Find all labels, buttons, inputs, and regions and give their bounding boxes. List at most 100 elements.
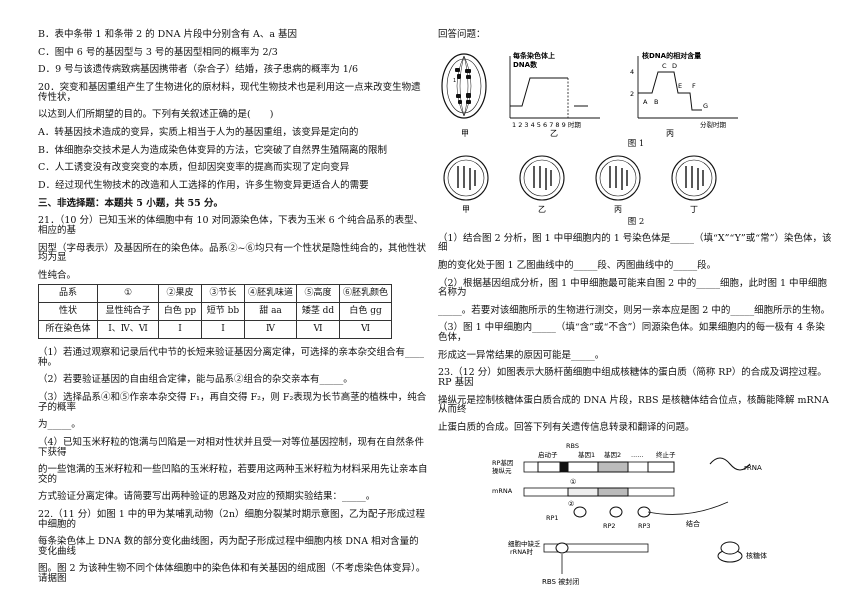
- table-cell: 品系: [38, 284, 98, 304]
- chart-yi-line: [510, 77, 568, 107]
- chart-bing-xlabel: 分裂时期: [700, 120, 727, 129]
- option-c-20: C．人工诱变没有改变突变的本质，但却因突变率的提高而实现了定向变异: [38, 162, 350, 174]
- q21-sub3: （3）选择品系④和⑤作亲本杂交得 F₁，再自交得 F₂，则 F₂表现为长节高茎的…: [38, 392, 427, 413]
- ribosomes-on-mrna: [573, 506, 651, 518]
- terminator-label: 终止子: [656, 450, 676, 459]
- table-cell: 白色 gg: [339, 302, 393, 322]
- lack-label2: rRNA时: [510, 547, 533, 556]
- pt-g: G: [703, 102, 708, 110]
- chromosome-label: 1: [453, 78, 456, 84]
- table-row: 品系 ① ②果皮 ③节长 ④胚乳味道 ⑤高度 ⑥胚乳颜色: [38, 284, 393, 304]
- chart-bing-y4: 4: [630, 68, 634, 76]
- genotype-table: 品系 ① ②果皮 ③节长 ④胚乳味道 ⑤高度 ⑥胚乳颜色 性状 显性纯合子 白色…: [38, 284, 393, 340]
- pt-a: A: [643, 98, 648, 106]
- chart-yi-title2: DNA数: [513, 60, 538, 69]
- table-cell: 白色 pp: [158, 302, 202, 322]
- table-cell: Ⅰ、Ⅳ、Ⅵ: [97, 320, 159, 340]
- chart-bing-line: [638, 71, 702, 111]
- ribosome-large: [720, 541, 740, 555]
- table-cell: 短节 bb: [201, 302, 245, 322]
- label-2-jia: 甲: [462, 205, 470, 214]
- figure-2-svg: 甲 乙 丙 丁: [443, 155, 717, 214]
- chart-yi-ticks: 1 2 3 4 5 6 7 8 9 时期: [512, 120, 581, 129]
- left-column: B．表中条带 1 和条带 2 的 DNA 片段中分别含有 A、a 基因 C．图中…: [38, 30, 428, 592]
- figure-2: 甲 乙 丙 丁 图 2: [438, 152, 834, 227]
- chromosomes: [455, 67, 471, 104]
- pt-b: B: [654, 98, 658, 106]
- dna-strand: [523, 461, 675, 473]
- q21-sub3b: 为_____。: [38, 419, 81, 431]
- table-cell: Ⅵ: [296, 320, 341, 340]
- figure-3-svg: RBS 启动子 基因1 基因2 ...... 终止子 RP基因 操纵元 ① mR…: [492, 442, 767, 586]
- chart-bing-title: 核DNA的相对含量: [642, 51, 701, 60]
- figure-1-svg: 1 甲 每条染色体上 DNA数 1 2 3 4 5 6 7 8 9 时期 乙 核…: [441, 51, 738, 138]
- rrna-label: rRNA: [744, 464, 762, 472]
- question-21-line1: 21．（10 分）已知玉米的体细胞中有 10 对同源染色体，下表为玉米 6 个纯…: [38, 215, 424, 236]
- q21-sub4c: 方式验证分离定律。请简要写出两种验证的思路及对应的预期实验结果：_____。: [38, 491, 376, 503]
- option-d-20: D．经过现代生物技术的改造和人工选择的作用，许多生物变异更适合人的需要: [38, 180, 369, 191]
- q21-sub4: （4）已知玉米籽粒的饱满与凹陷是一对相对性状并且受一对等位基因控制，现有在自然条…: [38, 437, 425, 458]
- table-row: 性状 显性纯合子 白色 pp 短节 bb 甜 aa 矮茎 dd 白色 gg: [38, 302, 393, 322]
- figure-1: 1 甲 每条染色体上 DNA数 1 2 3 4 5 6 7 8 9 时期 乙 核…: [438, 48, 834, 149]
- table-cell: Ⅵ: [339, 320, 393, 340]
- question-22-line1: 22.（11 分）如图 1 中的甲为某哺乳动物（2n）细胞分裂某时期示意图，乙为…: [38, 509, 425, 530]
- table-cell: ③节长: [201, 284, 245, 304]
- rp-operon-label2: 操纵元: [492, 466, 512, 475]
- mrna-label: mRNA: [492, 487, 513, 495]
- answer-lead: 回答问题：: [438, 29, 486, 40]
- question-22-line2: 每条染色体上 DNA 数的部分变化曲线图，丙为配子形成过程中细胞内核 DNA 相…: [38, 536, 419, 557]
- pt-e: E: [678, 82, 682, 90]
- table-cell: 所在染色体: [38, 320, 98, 340]
- rbs-top-label: RBS: [566, 442, 579, 450]
- question-20-line1: 20．突变和基因重组产生了生物进化的原材料，现代生物技术也是利用这一点来改变生物…: [38, 82, 421, 103]
- rrna-wave: [709, 457, 751, 471]
- question-23-line2: 操纵元是控制核糖体蛋白质合成的 DNA 片段，RBS 是核糖体结合位点，核酶能降…: [438, 394, 829, 415]
- step-2: ②: [568, 500, 574, 508]
- q22-sub2: （2）根据基因组成分析，图 1 中甲细胞最可能来自图 2 中的_____细胞，此…: [438, 277, 828, 299]
- label-2-ding: 丁: [690, 205, 698, 214]
- question-23-line1: 23.（12 分）如图表示大肠杆菌细胞中组成核糖体的蛋白质（简称 RP）的合成及…: [438, 367, 827, 388]
- table-cell: 矮茎 dd: [296, 302, 341, 322]
- label-bing: 丙: [666, 129, 674, 138]
- promoter-label: 启动子: [538, 450, 558, 459]
- cell-2-bing: [595, 155, 641, 201]
- pt-c: C: [662, 62, 667, 70]
- chart-bing: 核DNA的相对含量 4 2 A B C D E F G 分裂时期 丙: [630, 51, 738, 138]
- cell-2-yi: [519, 155, 565, 201]
- table-row: 所在染色体 Ⅰ、Ⅳ、Ⅵ Ⅰ Ⅰ Ⅳ Ⅵ Ⅵ: [38, 320, 393, 340]
- table-cell: Ⅳ: [243, 320, 298, 340]
- table-cell: ②果皮: [158, 284, 202, 304]
- q21-sub2: （2）若要验证基因的自由组合定律，能与品系②组合的杂交亲本有_____。: [38, 374, 353, 386]
- figure-2-caption: 图 2: [627, 217, 645, 228]
- q22-sub2b: _____。若要对该细胞所示的生物进行测交，则另一亲本应是图 2 中的_____…: [438, 304, 831, 316]
- figure-3: RBS 启动子 基因1 基因2 ...... 终止子 RP基因 操纵元 ① mR…: [438, 440, 834, 601]
- rp-operon-label1: RP基因: [492, 458, 513, 467]
- gene2-label: 基因2: [604, 450, 621, 459]
- spindle-fibers: [456, 55, 472, 116]
- label-2-yi: 乙: [538, 205, 546, 214]
- table-cell: 甜 aa: [243, 302, 298, 322]
- table-cell: 显性纯合子: [97, 302, 159, 322]
- table-cell: ⑤高度: [296, 284, 341, 304]
- label-jia: 甲: [461, 129, 469, 138]
- option-a-20: A．转基因技术造成的变异，实质上相当于人为的基因重组，该变异是定向的: [38, 126, 359, 138]
- option-b-19: B．表中条带 1 和条带 2 的 DNA 片段中分别含有 A、a 基因: [38, 29, 298, 40]
- option-b-20: B．体细胞杂交技术是人为造成染色体变异的方法，它突破了自然界生殖隔离的限制: [38, 144, 387, 156]
- q22-sub3b: 形成这一异常结果的原因可能是_____。: [438, 349, 605, 361]
- question-21-line3: 性纯合。: [38, 269, 77, 281]
- lack-label1: 细胞中缺乏: [508, 539, 541, 548]
- figure-1-caption: 图 1: [627, 139, 645, 150]
- rp2-label: RP2: [603, 522, 616, 530]
- mrna-strand: [523, 487, 675, 497]
- option-d-19: D．9 号与该遗传病致病基因携带者（杂合子）结婚，孩子患病的概率为 1/6: [38, 64, 358, 76]
- label-2-bing: 丙: [614, 205, 622, 214]
- table-cell: ①: [97, 284, 159, 304]
- table-cell: Ⅰ: [158, 320, 202, 340]
- label-yi: 乙: [550, 129, 558, 138]
- chart-yi: 每条染色体上 DNA数 1 2 3 4 5 6 7 8 9 时期 乙: [509, 51, 600, 138]
- table-cell: ④胚乳味道: [243, 284, 298, 304]
- pt-d: D: [672, 62, 677, 70]
- blocked-mrna: [543, 542, 649, 554]
- q22-sub1: （1）结合图 2 分析，图 1 中甲细胞内的 1 号染色体是_____（填“X”…: [438, 232, 832, 254]
- rbs-block-label: RBS 被封闭: [542, 577, 579, 586]
